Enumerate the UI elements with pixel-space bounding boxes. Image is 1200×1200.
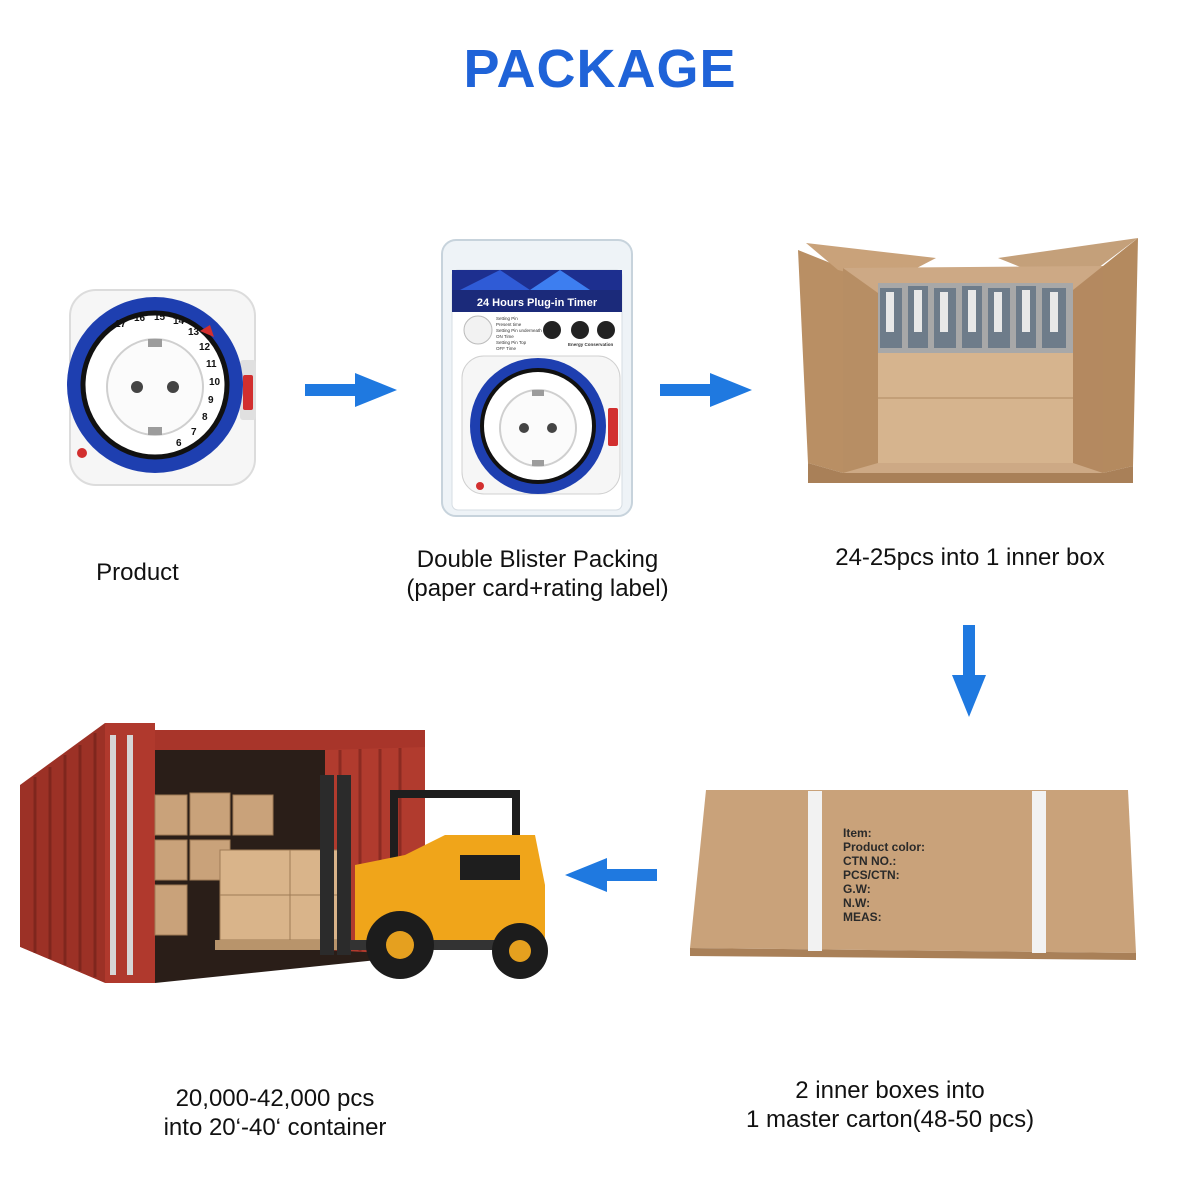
indicator-light-icon <box>77 448 87 458</box>
svg-text:12: 12 <box>199 342 211 353</box>
svg-text:ON Time: ON Time <box>496 334 514 339</box>
svg-text:13: 13 <box>188 327 200 338</box>
carton-label-line: CTN NO.: <box>843 854 897 868</box>
svg-text:17: 17 <box>115 319 127 330</box>
svg-text:Setting Pin: Setting Pin <box>496 316 518 321</box>
master-carton-image: Item: Product color: CTN NO.: PCS/CTN: G… <box>688 788 1140 960</box>
svg-text:8: 8 <box>202 412 208 423</box>
product-caption: Product <box>96 559 179 586</box>
blister-caption: Double Blister Packing (paper card+ratin… <box>406 546 669 602</box>
svg-text:24 Hours Plug-in Timer: 24 Hours Plug-in Timer <box>477 297 598 309</box>
arrow-left-icon <box>565 858 657 892</box>
inner-box-caption: 24-25pcs into 1 inner box <box>835 544 1105 571</box>
container-forklift-image <box>20 723 560 1000</box>
arrow-right-icon <box>660 373 752 407</box>
svg-text:Present time: Present time <box>496 322 522 327</box>
carton-label-line: MEAS: <box>843 910 882 924</box>
svg-text:Energy Conservation: Energy Conservation <box>568 342 614 347</box>
arrow-down-icon <box>952 625 986 717</box>
container-caption: 20,000-42,000 pcs into 20‘-40‘ container <box>163 1085 387 1141</box>
red-switch-icon <box>243 375 253 410</box>
inner-box-image <box>798 238 1138 483</box>
svg-text:7: 7 <box>191 427 197 438</box>
page-title: PACKAGE <box>463 39 737 99</box>
svg-text:10: 10 <box>209 377 221 388</box>
svg-text:16: 16 <box>134 313 146 324</box>
svg-text:14: 14 <box>173 316 185 327</box>
svg-text:Setting Pin Top: Setting Pin Top <box>496 340 527 345</box>
carton-label-line: G.W: <box>843 882 871 896</box>
blister-pack-image: 24 Hours Plug-in Timer Setting Pin Prese… <box>441 239 633 517</box>
svg-text:11: 11 <box>206 359 217 370</box>
svg-text:OFF Time: OFF Time <box>496 346 516 351</box>
carton-label-line: Item: <box>843 826 872 840</box>
arrow-right-icon <box>305 373 397 407</box>
svg-text:Setting Pin underneath: Setting Pin underneath <box>496 328 542 333</box>
carton-label-line: Product color: <box>843 840 926 854</box>
svg-text:9: 9 <box>208 395 214 406</box>
master-carton-caption: 2 inner boxes into 1 master carton(48-50… <box>745 1077 1035 1133</box>
svg-text:6: 6 <box>176 438 182 449</box>
carton-label-line: PCS/CTN: <box>843 868 900 882</box>
carton-label-line: N.W: <box>843 896 871 910</box>
svg-text:15: 15 <box>154 312 166 323</box>
